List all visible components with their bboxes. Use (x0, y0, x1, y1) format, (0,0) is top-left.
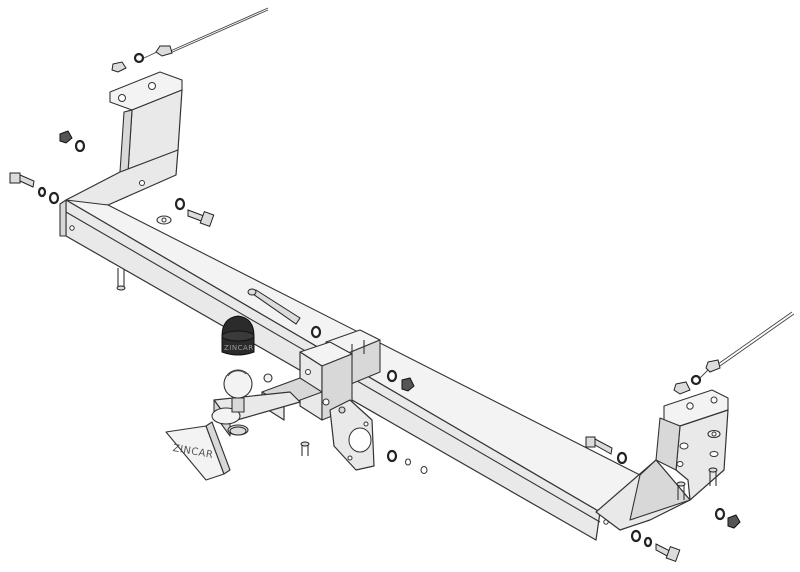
right-cable (673, 311, 795, 395)
tow-ball-arm (211, 369, 301, 437)
left-mounting-bracket (65, 71, 183, 206)
socket-plate (300, 399, 428, 474)
center-long-bolt (247, 288, 415, 392)
right-mounting-bracket (595, 389, 729, 531)
receiver-cover: ZINCAR (165, 421, 231, 481)
right-hardware (585, 436, 741, 562)
cap-logo: ZINCAR (224, 344, 254, 352)
tow-ball-cap: ZINCAR (221, 315, 255, 356)
left-cable (111, 7, 269, 73)
